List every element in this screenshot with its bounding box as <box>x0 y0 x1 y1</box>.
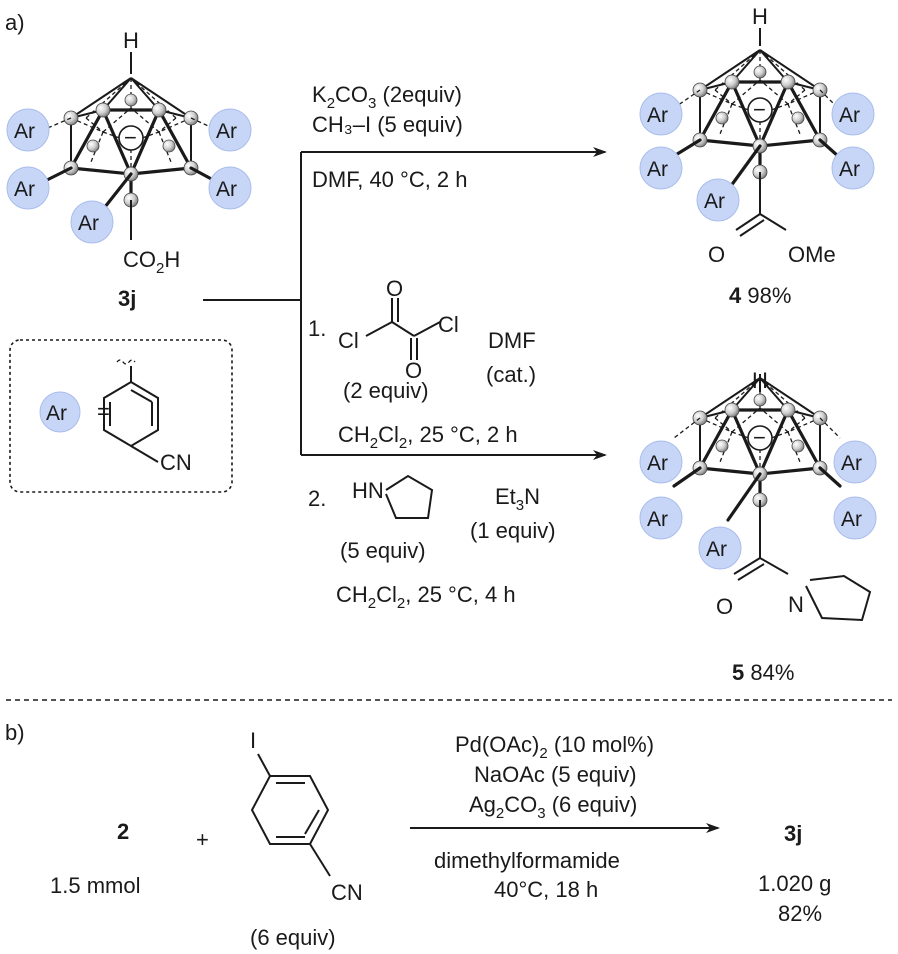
ester-ome: OMe <box>788 242 836 267</box>
step-2-label: 2. <box>308 486 326 511</box>
svg-text:CN: CN <box>160 450 192 475</box>
et3n-amount: (1 equiv) <box>470 518 556 543</box>
ar-legend-box <box>9 339 233 493</box>
svg-text:Ar: Ar <box>14 178 35 201</box>
product-5-label: 5 84% <box>732 660 794 685</box>
compound-3j-label: 3j <box>118 286 136 311</box>
legend-cyanophenyl: CN <box>103 359 192 475</box>
product-3j-label: 3j <box>784 821 802 846</box>
reagent-2-amount: 1.5 mmol <box>50 873 140 898</box>
plus-sign: + <box>196 827 209 852</box>
cage-minus: − <box>124 125 137 150</box>
iodobenzonitrile-amount: (6 equiv) <box>250 925 336 950</box>
amide-oxygen: O <box>716 594 733 619</box>
svg-text:−: − <box>753 425 766 450</box>
cond-temp-time: 40°C, 18 h <box>494 877 598 902</box>
solvent-step1: CH2Cl2, 25 °C, 2 h <box>338 422 518 452</box>
cond-pd: Pd(OAc)2 (10 mol%) <box>455 732 654 762</box>
panel-b-label: b) <box>5 720 25 745</box>
svg-text:O: O <box>386 276 403 301</box>
ar-badge: Ar <box>831 92 875 136</box>
dmf-cat: (cat.) <box>486 362 536 387</box>
panel-a-label: a) <box>5 10 25 35</box>
svg-text:Ar: Ar <box>839 104 860 127</box>
product-mass: 1.020 g <box>758 871 831 896</box>
svg-text:Ar: Ar <box>216 120 237 143</box>
ar-badge: Ar <box>833 496 877 540</box>
svg-text:Ar: Ar <box>841 508 862 531</box>
svg-text:Ar: Ar <box>841 452 862 475</box>
oxalyl-amount: (2 equiv) <box>343 378 429 403</box>
svg-text:Ar: Ar <box>216 178 237 201</box>
starting-cage-3j: H − <box>41 28 219 240</box>
product-yield: 82% <box>778 901 822 926</box>
svg-text:−: − <box>753 97 766 122</box>
svg-text:Ar: Ar <box>839 158 860 181</box>
svg-text:Ar: Ar <box>706 538 727 561</box>
amide-nitrogen: N <box>788 592 804 617</box>
svg-text:CN: CN <box>331 880 363 905</box>
step-1-label: 1. <box>308 316 326 341</box>
svg-text:Ar: Ar <box>46 402 67 425</box>
ar-badge: Ar <box>639 146 683 190</box>
svg-text:O: O <box>405 358 422 383</box>
cond-ag2co3: Ag2CO3 (6 equiv) <box>469 792 637 822</box>
cond-k2co3: K2CO3 (2equiv) <box>312 82 462 112</box>
ester-oxygen: O <box>708 242 725 267</box>
pyrrolidine-amount: (5 equiv) <box>340 538 426 563</box>
ar-badge: Ar <box>6 108 50 152</box>
cond-mei: CH₃–I (5 equiv) <box>312 112 463 137</box>
svg-text:I: I <box>250 728 256 753</box>
cond-dmf-temp: DMF, 40 °C, 2 h <box>312 167 468 192</box>
svg-text:Ar: Ar <box>78 212 99 235</box>
pyrrolidine: HN <box>352 474 434 519</box>
ar-badge: Ar <box>208 108 252 152</box>
ar-badge: Ar <box>639 440 683 484</box>
solvent-step2: CH2Cl2, 25 °C, 4 h <box>336 582 516 612</box>
product-4-label: 4 98% <box>729 283 791 308</box>
cage-h-label: H <box>123 28 139 53</box>
ar-badge: Ar <box>70 200 114 244</box>
legend-ar-badge: Ar <box>39 391 81 433</box>
ar-badge: Ar <box>6 166 50 210</box>
svg-text:Cl: Cl <box>338 328 359 353</box>
ar-badge: Ar <box>696 178 740 222</box>
oxalyl-chloride: Cl O O Cl <box>338 276 459 383</box>
svg-text:Ar: Ar <box>647 158 668 181</box>
product-5-cage: H − <box>672 368 872 622</box>
ar-badge: Ar <box>208 166 252 210</box>
dmf-label: DMF <box>488 328 536 353</box>
svg-text:Ar: Ar <box>647 452 668 475</box>
ar-badge: Ar <box>639 92 683 136</box>
ar-badge: Ar <box>831 146 875 190</box>
svg-text:Ar: Ar <box>647 104 668 127</box>
cond-solvent: dimethylformamide <box>434 848 620 873</box>
svg-text:Cl: Cl <box>438 312 459 337</box>
cond-naoac: NaOAc (5 equiv) <box>474 762 637 787</box>
iodobenzonitrile: I CN <box>250 728 363 905</box>
ar-badge: Ar <box>698 526 742 570</box>
acid-group: CO2H <box>123 247 180 277</box>
et3n-label: Et3N <box>495 484 540 514</box>
ar-badge: Ar <box>833 440 877 484</box>
svg-text:Ar: Ar <box>704 190 725 213</box>
reagent-2-label: 2 <box>117 819 129 844</box>
svg-text:Ar: Ar <box>14 120 35 143</box>
svg-text:HN: HN <box>352 478 384 503</box>
svg-text:Ar: Ar <box>647 508 668 531</box>
svg-text:H: H <box>752 4 768 29</box>
ar-badge: Ar <box>639 496 683 540</box>
